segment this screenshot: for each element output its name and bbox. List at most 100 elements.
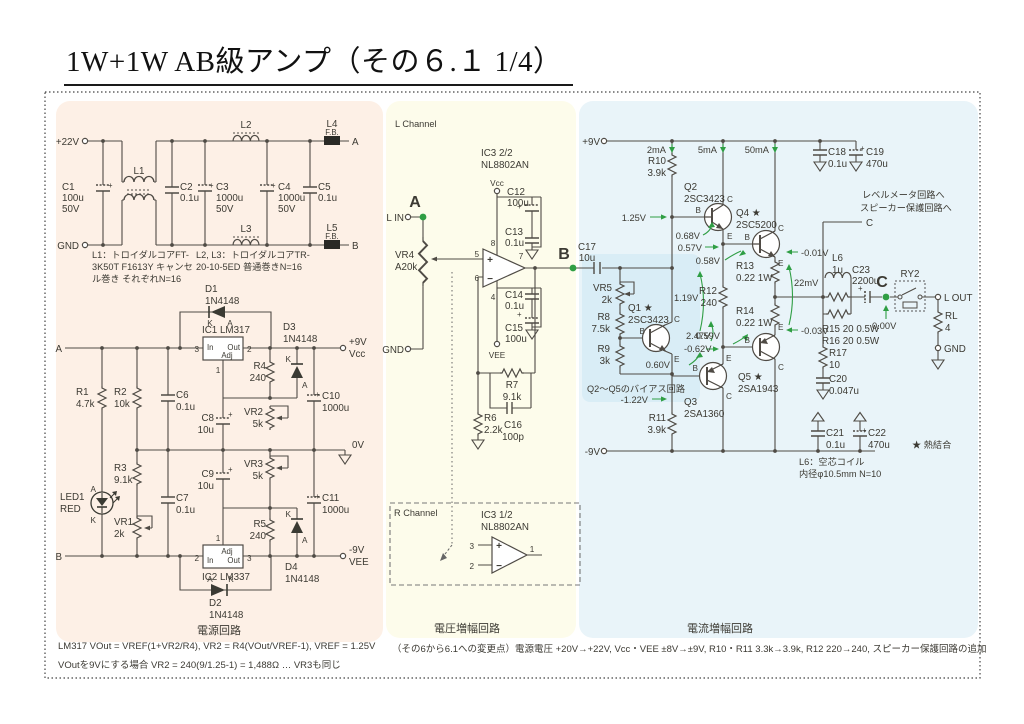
label-r7: R7 xyxy=(506,380,519,391)
label-q3-b: B xyxy=(693,364,699,373)
label-l4-fb: F.B. xyxy=(325,128,338,137)
label-ic1-out: Out xyxy=(227,343,240,352)
label-v-m001: -0.01V xyxy=(801,248,829,258)
label-l5: L5 xyxy=(327,223,338,234)
label-c23-plus: + xyxy=(858,284,863,293)
label-sec-current: 電流増幅回路 xyxy=(687,621,753,635)
label-c21-val: 0.1u xyxy=(826,440,845,451)
vr4-gang-line xyxy=(144,256,630,561)
label-opamp-vcc: Vcc xyxy=(490,179,504,188)
label-c14: C14 xyxy=(505,290,524,301)
label-r6-val: 2.2k xyxy=(484,425,503,436)
label-vr4-val: A20k xyxy=(395,262,417,273)
label-c22-plus: + xyxy=(862,426,867,435)
label-v-m062: -0.62V xyxy=(684,344,712,354)
label-ic1: IC1 LM317 xyxy=(202,325,250,336)
label-v-119: 1.19V xyxy=(674,293,699,303)
label-ic1-p3: 3 xyxy=(194,345,199,354)
label-l4: L4 xyxy=(327,119,338,130)
label-bias-label: Q2～Q5のバイアス回路 xyxy=(587,383,685,394)
label-c6: C6 xyxy=(176,390,189,401)
label-q3-e: E xyxy=(726,354,732,363)
label-d1-a: A xyxy=(227,319,233,328)
label-c2: C2 xyxy=(180,182,193,193)
label-layer: +22VGNDC1100u50V+L1C20.1u+C31000u50V+C41… xyxy=(55,119,972,637)
node-c-dot xyxy=(882,293,890,301)
label-ic2-p3: 3 xyxy=(247,554,252,563)
label-r6: R6 xyxy=(484,413,497,424)
label-r8-val: 7.5k xyxy=(591,324,610,335)
label-d4-a: A xyxy=(302,536,308,545)
label-r14-val: 0.22 1W xyxy=(736,318,773,329)
label-term-gnd-mid: GND xyxy=(382,345,404,356)
label-q1-val: 2SC3423 xyxy=(628,315,669,326)
label-v-000: 0.00V xyxy=(872,321,897,331)
label-q5-e: E xyxy=(778,323,784,332)
label-c9-val: 10u xyxy=(198,481,214,492)
label-op2-p3: 3 xyxy=(469,542,474,551)
label-q1-e: E xyxy=(674,355,680,364)
label-op2-minus: − xyxy=(496,561,502,572)
label-note-thermal: ★ 熱結合 xyxy=(912,439,951,450)
label-c11-val: 1000u xyxy=(322,505,349,516)
label-c12-val: 100u xyxy=(507,198,529,209)
opamp-ic3-2 xyxy=(482,248,527,288)
transistors xyxy=(641,202,781,391)
label-r2-val: 10k xyxy=(114,399,130,410)
label-d3-a: A xyxy=(302,381,308,390)
signal-node-dots xyxy=(419,213,890,301)
label-q4-b: B xyxy=(745,233,751,242)
label-v-060: 0.60V xyxy=(646,360,671,370)
label-c2-val: 0.1u xyxy=(180,193,199,204)
label-op1-p8: 8 xyxy=(491,239,496,248)
panel-voltage-amp xyxy=(386,101,576,638)
label-q1: Q1 ★ xyxy=(628,303,653,314)
label-rl-val: 4 xyxy=(945,323,951,334)
label-r7-val: 9.1k xyxy=(503,392,522,403)
label-vr3: VR3 xyxy=(244,459,264,470)
label-term-vcc: Vcc xyxy=(349,349,365,360)
label-r14: R14 xyxy=(736,306,755,317)
label-c16-val: 100p xyxy=(502,432,524,443)
label-q1-b: B xyxy=(640,327,646,336)
label-r12-val: 240 xyxy=(701,298,718,309)
label-r2: R2 xyxy=(114,387,127,398)
label-ic2-in: In xyxy=(207,556,214,565)
label-q5-val: 2SA1943 xyxy=(738,384,779,395)
label-r12: R12 xyxy=(699,286,717,297)
label-d4: D4 xyxy=(285,562,298,573)
label-sec-power: 電源回路 xyxy=(197,623,241,637)
label-v-058: 0.58V xyxy=(696,256,721,266)
label-c13: C13 xyxy=(505,227,524,238)
label-r4: R4 xyxy=(253,361,266,372)
q1-2sc3423 xyxy=(641,323,671,353)
label-term-lin: L IN xyxy=(386,213,404,224)
label-ic1-p2: 2 xyxy=(247,345,252,354)
label-ic1-p1: 1 xyxy=(216,366,221,375)
label-c3-val: 1000u xyxy=(216,193,243,204)
label-l6: L6 xyxy=(832,253,843,264)
label-sec-voltage: 電圧増幅回路 xyxy=(434,622,500,635)
label-v-068: 0.68V xyxy=(676,231,701,241)
label-opamp-vee: VEE xyxy=(489,351,506,360)
label-l6-val: 1u xyxy=(832,265,843,276)
label-v-247: 2.47V xyxy=(686,331,711,341)
label-c1-v: 50V xyxy=(62,204,80,215)
label-q5-b: B xyxy=(745,336,751,345)
q5-2sa1943 xyxy=(751,332,781,362)
label-c10-plus: + xyxy=(315,390,320,399)
label-vr2: VR2 xyxy=(244,407,263,418)
label-term-m9v: -9V xyxy=(349,545,365,556)
label-l2: L2 xyxy=(241,120,252,131)
label-i-2ma: 2mA xyxy=(647,145,667,155)
label-q2-c: C xyxy=(727,195,733,204)
label-r4-val: 240 xyxy=(250,373,267,384)
label-c19-val: 470u xyxy=(866,159,888,170)
label-l3: L3 xyxy=(241,224,252,235)
label-vr1: VR1 xyxy=(114,517,133,528)
label-note-l23-2: 20-10-5ED 普通巻きN=16 xyxy=(196,261,302,272)
label-term-gnd-r: GND xyxy=(944,344,966,355)
label-c19: C19 xyxy=(866,147,884,158)
label-ic3-2-val: NL8802AN xyxy=(481,160,529,171)
